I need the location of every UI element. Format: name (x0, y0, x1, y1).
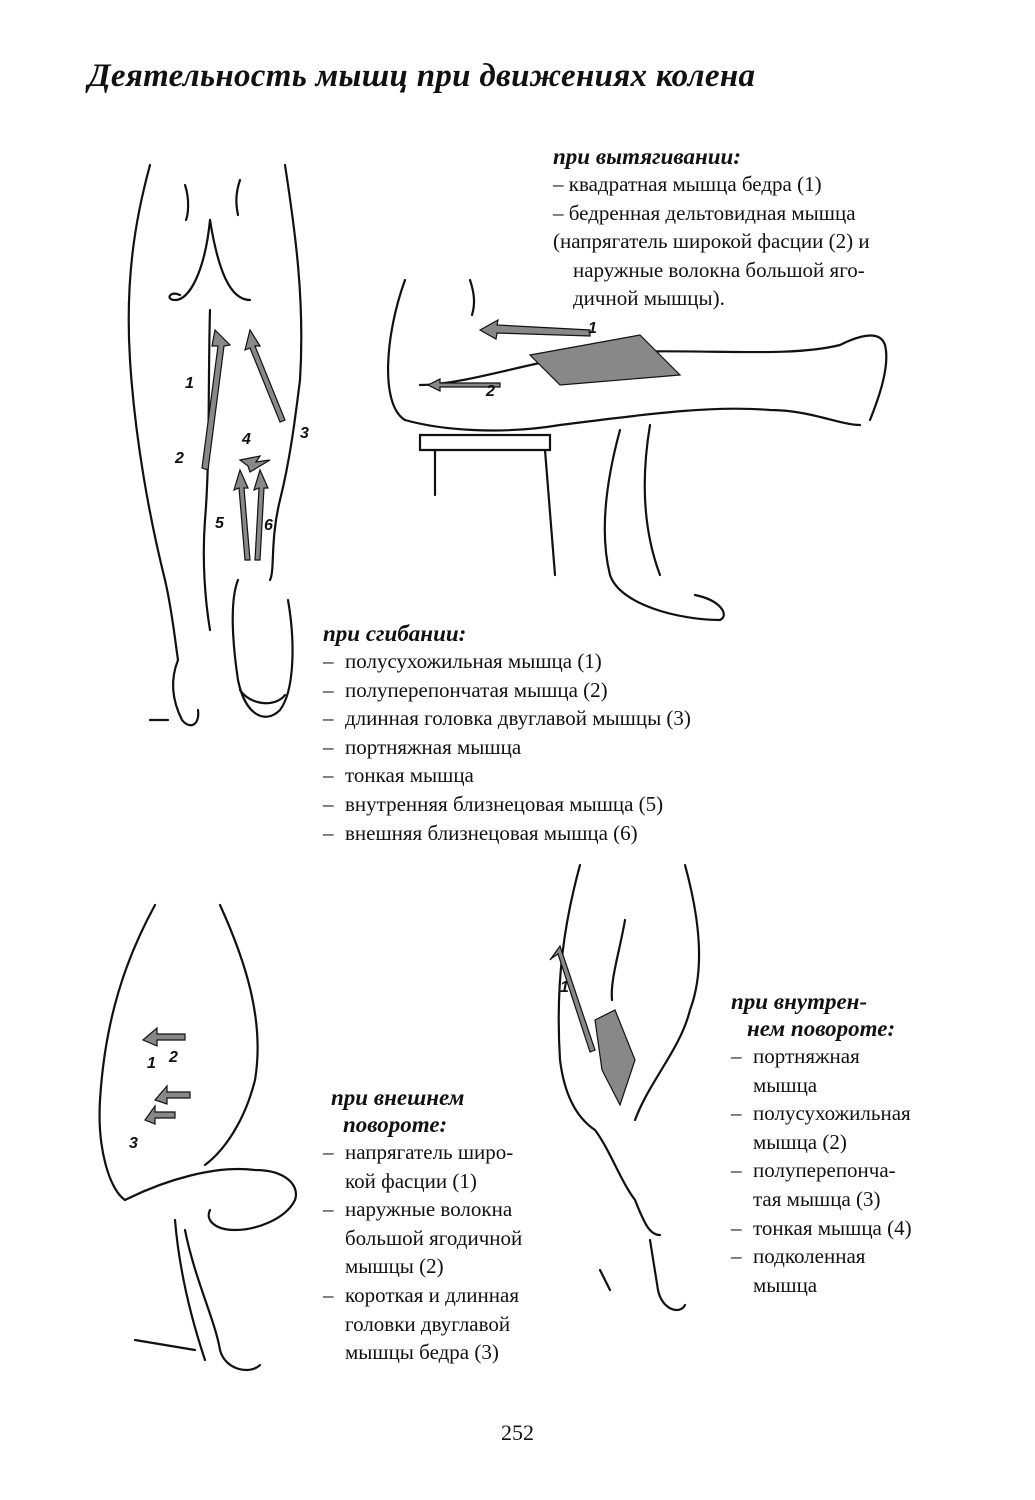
external-rotation-item-cont: кой фасции (1) (345, 1168, 477, 1193)
extension-line-4: наружные волокна большой яго- (573, 257, 865, 282)
flexion-item: внутренняя близнецовая мышца (5) (323, 790, 691, 819)
page-number: 252 (501, 1420, 534, 1445)
figure-external-rotation: 1 2 3 (85, 900, 315, 1380)
extension-heading: при вытягивании: (553, 144, 741, 169)
label-2: 2 (168, 1049, 178, 1066)
figure-seated-extension: 1 2 (380, 275, 900, 635)
external-rotation-item-cont: мышцы бедра (3) (345, 1340, 499, 1365)
flexion-item: полуперепончатая мышца (2) (323, 676, 691, 705)
extension-line-3: (напрягатель широкой фасции (2) и (553, 229, 870, 254)
flexion-item: портняжная мышца (323, 733, 691, 762)
external-rotation-item: наружные волокна (323, 1195, 522, 1224)
label-5: 5 (215, 515, 225, 532)
label-6: 6 (264, 517, 273, 534)
label-1: 1 (588, 320, 597, 337)
external-rotation-item: напрягатель широ- (323, 1138, 522, 1167)
internal-rotation-item-cont: мышца (753, 1272, 818, 1297)
page-title: Деятельность мышц при движениях колена (88, 58, 756, 94)
internal-rotation-item: тонкая мышца (4) (731, 1214, 912, 1243)
internal-rotation-item-cont: мышца (753, 1072, 818, 1097)
flexion-item: тонкая мышца (323, 761, 691, 790)
internal-rotation-item-cont: тая мышца (3) (753, 1186, 881, 1211)
internal-rotation-item: полусухожильная (731, 1099, 912, 1128)
flexion-item: внешняя близнецовая мышца (6) (323, 819, 691, 848)
label-2: 2 (174, 450, 184, 467)
label-1: 1 (185, 375, 194, 392)
flexion-heading: при сгибании: (323, 621, 467, 646)
label-3: 3 (129, 1135, 138, 1152)
external-rotation-item-cont: мышцы (2) (345, 1254, 444, 1279)
figure-back-legs: 1 2 3 4 5 6 (110, 160, 330, 740)
label-3: 3 (300, 425, 309, 442)
flexion-section: при сгибании: полусухожильная мышца (1) … (323, 620, 691, 847)
label-1: 1 (147, 1055, 156, 1072)
internal-rotation-heading-1: при внутрен- (731, 989, 868, 1014)
label-1: 1 (560, 979, 569, 996)
external-rotation-heading-2: повороте: (343, 1112, 448, 1137)
extension-line-5: дичной мышцы). (573, 286, 725, 311)
external-rotation-item-cont: большой ягодичной (345, 1225, 523, 1250)
extension-section: при вытягивании: – квадратная мышца бедр… (553, 143, 870, 313)
flexion-item: полусухожильная мышца (1) (323, 647, 691, 676)
extension-line-1: – квадратная мышца бедра (1) (553, 172, 822, 196)
external-rotation-item: короткая и длинная (323, 1281, 522, 1310)
internal-rotation-section: при внутрен- нем повороте: портняжная мы… (731, 988, 912, 1299)
external-rotation-section: при внешнем повороте: напрягатель широ- … (323, 1084, 522, 1367)
label-2: 2 (485, 383, 495, 400)
internal-rotation-item: полуперепонча- (731, 1156, 912, 1185)
external-rotation-heading-1: при внешнем (331, 1085, 465, 1110)
label-4: 4 (241, 431, 251, 448)
internal-rotation-heading-2: нем повороте: (747, 1016, 896, 1041)
flexion-item: длинная головка двуглавой мышцы (3) (323, 704, 691, 733)
internal-rotation-item: портняжная (731, 1042, 912, 1071)
external-rotation-item-cont: головки двуглавой (345, 1311, 511, 1336)
internal-rotation-item: подколенная (731, 1242, 912, 1271)
internal-rotation-item-cont: мышца (2) (753, 1129, 847, 1154)
figure-internal-rotation: 1 (540, 860, 720, 1320)
extension-line-2: – бедренная дельтовидная мышца (553, 200, 856, 225)
